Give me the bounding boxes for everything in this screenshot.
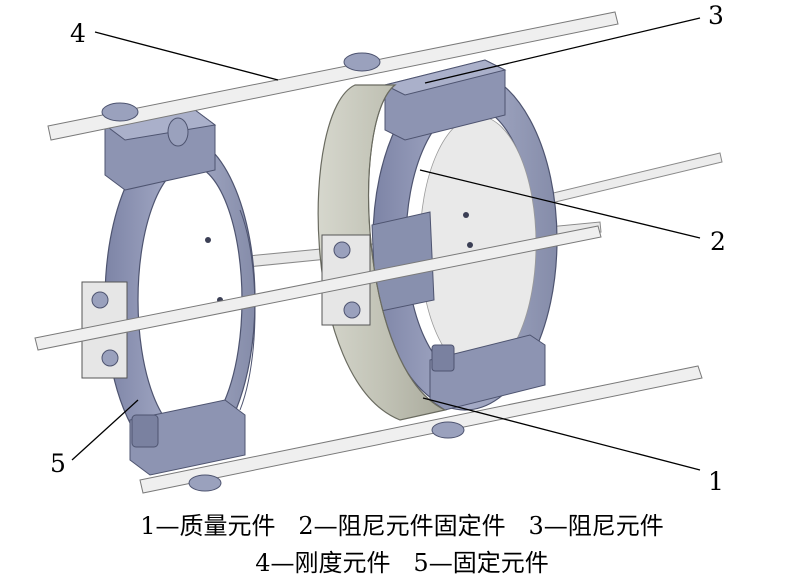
mass-ring (317, 84, 447, 421)
leader-lines (71, 17, 701, 471)
callout-2: 2 (710, 227, 726, 256)
damper-fixture-ring (371, 59, 558, 411)
leader-3 (424, 17, 701, 84)
stiffness-rod-bottom (139, 365, 703, 494)
leader-5 (71, 399, 139, 461)
caption-line-1: 1—质量元件 2—阻尼元件固定件 3—阻尼元件 (140, 512, 664, 540)
leader-4 (94, 31, 279, 81)
stiffness-rod-top (47, 11, 619, 141)
fixture-ring-left (103, 109, 256, 476)
callout-5: 5 (50, 449, 66, 478)
leader-1 (422, 397, 701, 471)
callout-1: 1 (708, 467, 724, 496)
caption-line-2: 4—刚度元件 5—固定元件 (255, 549, 549, 577)
stiffness-rod-middle-front (34, 225, 602, 351)
assembly-diagram: 4 3 2 1 5 (34, 1, 726, 496)
callout-4: 4 (70, 19, 86, 48)
leader-2 (419, 169, 701, 239)
callout-3: 3 (708, 1, 724, 30)
rod-bolts (101, 52, 465, 492)
